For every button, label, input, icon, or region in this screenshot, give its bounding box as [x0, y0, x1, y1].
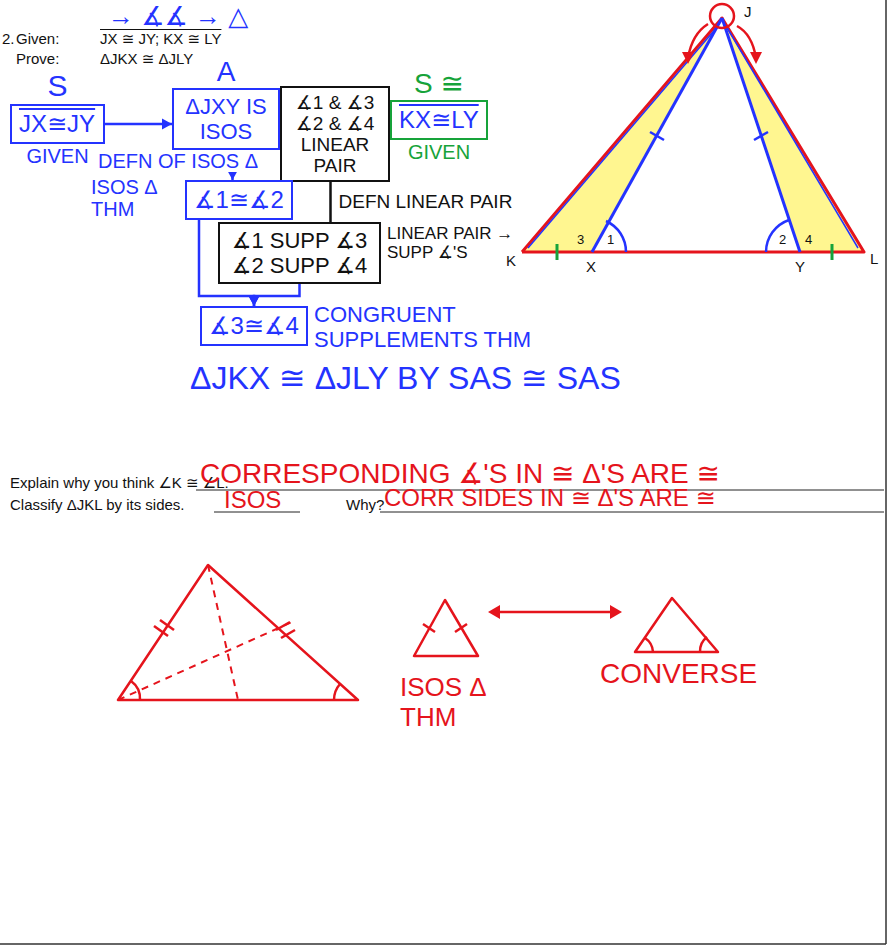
figure-label: Y: [795, 258, 805, 275]
sketch-triangle: [635, 598, 718, 652]
segment: [726, 26, 858, 248]
tick-mark: [831, 244, 834, 260]
arrow-head: [249, 296, 260, 306]
angle-arc: [700, 637, 707, 652]
arrow-head: [682, 52, 694, 64]
reason-text: S ≅: [414, 68, 464, 99]
note-text: Why?: [346, 496, 384, 513]
note-text: CONVERSE: [600, 658, 757, 690]
double-arrow: [492, 611, 616, 614]
figure-label: 2: [779, 232, 786, 247]
figure-label: K: [506, 252, 516, 269]
reason-text: DEFN OF ISOS Δ: [96, 150, 260, 172]
sketch-triangle: [118, 565, 358, 700]
statement-text: ∡1 SUPP ∡3 ∡2 SUPP ∡4: [227, 228, 372, 278]
arrow-head: [249, 296, 260, 306]
proof-box: ∡1 SUPP ∡3 ∡2 SUPP ∡4LINEAR PAIR → SUPP …: [218, 222, 381, 284]
arrow-head: [610, 605, 622, 619]
connector-line: [105, 123, 172, 126]
statement-text: ∡1 & ∡3 ∡2 & ∡4 LINEAR PAIR: [289, 92, 381, 176]
connector: [105, 119, 172, 130]
segment: [722, 18, 800, 252]
page-border: [0, 943, 886, 945]
angle-arc: [645, 638, 653, 652]
tick-mark: [556, 244, 559, 260]
statement-text: ∡3≅∡4: [209, 312, 299, 340]
connector-line: [329, 182, 332, 222]
tick-mark: [423, 624, 435, 632]
statement-text: ΔJXY IS ISOS: [181, 94, 271, 144]
angle-arc: [334, 684, 340, 700]
tick-mark: [160, 620, 174, 630]
note-text: Explain why you think ∠K ≅ ∠L:: [10, 474, 229, 491]
connector-label: DEFN LINEAR PAIR: [339, 191, 513, 213]
reason-text: ISOS Δ THM: [91, 176, 177, 220]
arrow-head: [162, 119, 172, 130]
connector: [249, 284, 300, 306]
proof-box: ISOS Δ THM∡1≅∡2: [185, 180, 293, 220]
figure-label: J: [744, 3, 752, 20]
arrow-head: [488, 605, 500, 619]
dashed-line: [118, 622, 292, 700]
angle-arc: [131, 681, 140, 700]
tick-mark: [276, 622, 290, 630]
note-text: → ∡∡ → △: [108, 1, 248, 31]
reason-text: GIVEN: [408, 141, 470, 163]
reason-text: S: [47, 69, 67, 103]
proof-box: AΔJXY IS ISOSDEFN OF ISOS Δ: [172, 88, 280, 150]
reason-text: GIVEN: [26, 145, 88, 167]
dashed-line: [208, 565, 238, 700]
proof-box: ∡3≅∡4CONGRUENT SUPPLEMENTS THM: [200, 306, 308, 346]
vertex-loop: [710, 4, 734, 28]
reason-text: A: [217, 56, 236, 87]
figure-label: X: [586, 258, 596, 275]
tick-mark: [154, 626, 168, 636]
note-text: JX ≅ JY; KX ≅ LY: [100, 30, 221, 47]
segment: [592, 18, 722, 252]
note-text: CORR SIDES IN ≅ Δ'S ARE ≅: [384, 484, 716, 512]
note-text: Prove:: [16, 50, 59, 67]
tick-mark: [754, 132, 768, 140]
segment: [528, 26, 718, 248]
sketch-triangle: [414, 600, 478, 656]
figure-label: ΔJKX ≅ ΔJLY BY SAS ≅ SAS: [190, 360, 621, 397]
answer-line: [380, 512, 884, 513]
arrow-head: [750, 52, 762, 64]
reason-text: LINEAR PAIR → SUPP ∡'S: [387, 224, 519, 262]
figure-label: 4: [805, 232, 812, 247]
tick-mark: [281, 630, 295, 638]
tick-mark: [455, 624, 467, 632]
angle-arc: [606, 221, 626, 252]
triangle-outline: [522, 18, 864, 252]
statement-text: JX≅JY: [19, 110, 95, 138]
proof-box: ∡1 & ∡3 ∡2 & ∡4 LINEAR PAIR: [280, 86, 390, 182]
connector: [330, 182, 331, 222]
proof-box: S ≅KX≅LYGIVEN: [390, 100, 488, 140]
statement-text: KX≅LY: [399, 106, 479, 134]
page-border: [885, 0, 887, 944]
proof-box: SJX≅JYGIVEN: [10, 104, 105, 144]
figure-label: 3: [577, 232, 584, 247]
angle-arc: [766, 220, 789, 252]
note-text: Classify ΔJKL by its sides.: [10, 496, 185, 513]
reason-text: CONGRUENT SUPPLEMENTS THM: [314, 302, 534, 352]
statement-text: ∡1≅∡2: [194, 186, 284, 214]
connector-line: [254, 284, 300, 306]
note-text: ΔJKX ≅ ΔJLY: [100, 50, 193, 67]
note-text: ISOS: [224, 486, 281, 514]
note-text: ISOS Δ THM: [400, 672, 496, 732]
figure-label: L: [870, 250, 878, 267]
tick-mark: [650, 132, 664, 140]
note-text: Given:: [16, 30, 59, 47]
note-text: 2.: [2, 30, 15, 47]
figure-label: 1: [607, 232, 614, 247]
